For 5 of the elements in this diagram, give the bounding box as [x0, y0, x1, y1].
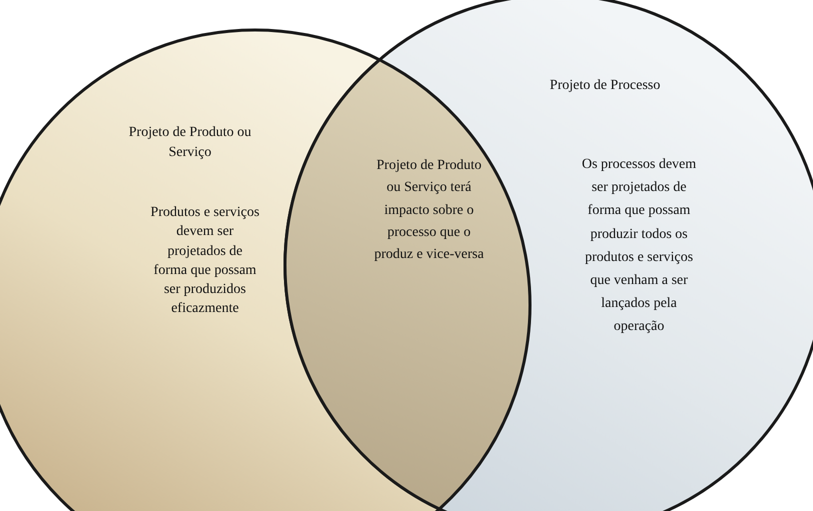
circle-description: Projeto de Produto ou Serviço terá impacto sobre o processo que o produz e vice-versa — [373, 157, 485, 264]
circle-heading: Projeto de Produto ou Serviço — [128, 124, 252, 162]
circle-description: Os processos devem ser projetados de forma que possam produzir todos os produtos e serviços que venham a ser lançados pela operação — [580, 156, 698, 336]
circle-description: Produtos e serviços devem ser projetados de forma que possam ser produzidos eficazmente — [150, 204, 260, 318]
circle-heading: Projeto de Processo — [548, 77, 662, 95]
